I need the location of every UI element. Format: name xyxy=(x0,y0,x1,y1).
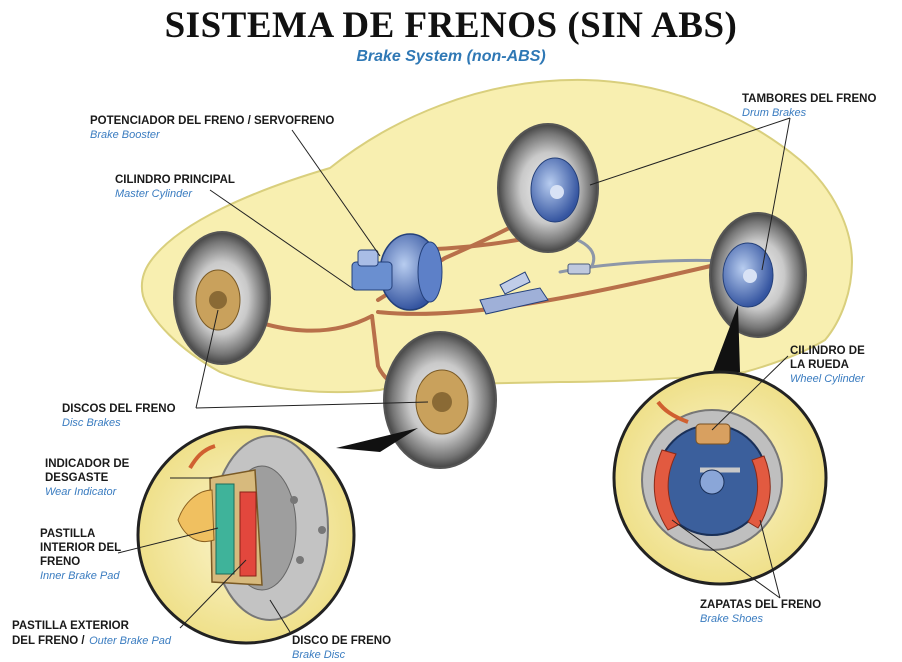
label-outer-brake-pad-en: Outer Brake Pad xyxy=(89,635,172,647)
label-brake-shoes-en: Brake Shoes xyxy=(700,613,763,625)
label-brake-disc: DISCO DE FRENO Brake Disc xyxy=(292,634,391,662)
diagram-title: SISTEMA DE FRENOS (SIN ABS) xyxy=(164,5,738,46)
label-brake-booster-es: POTENCIADOR DEL FRENO / SERVOFRENO xyxy=(90,115,335,127)
label-drum-brakes-en: Drum Brakes xyxy=(742,107,807,119)
callout-connector-drum xyxy=(712,305,740,374)
diagram-subtitle: Brake System (non-ABS) xyxy=(356,48,546,65)
label-drum-brakes-es: TAMBORES DEL FRENO xyxy=(742,93,877,105)
label-wheel-cylinder: CILINDRO DE LA RUEDA Wheel Cylinder xyxy=(790,344,865,386)
front-right-disc-wheel xyxy=(383,331,497,469)
label-inner-brake-pad-es-2: INTERIOR DEL xyxy=(40,542,122,554)
rear-left-drum-wheel xyxy=(497,123,599,253)
label-master-cylinder: CILINDRO PRINCIPAL Master Cylinder xyxy=(115,173,235,201)
callout-leader-lines xyxy=(117,355,789,633)
label-outer-brake-pad-es-1: PASTILLA EXTERIOR xyxy=(12,620,129,632)
leader-lines xyxy=(195,117,791,409)
label-wear-indicator-en: Wear Indicator xyxy=(45,486,117,498)
label-brake-shoes: ZAPATAS DEL FRENO Brake Shoes xyxy=(700,598,821,626)
label-wheel-cylinder-es-1: CILINDRO DE xyxy=(790,345,865,357)
label-wheel-cylinder-en: Wheel Cylinder xyxy=(790,373,865,385)
label-wear-indicator: INDICADOR DE DESGASTE Wear Indicator xyxy=(45,457,129,499)
callout-connector-disc xyxy=(336,428,418,452)
front-left-disc-wheel xyxy=(173,231,271,365)
label-inner-brake-pad-es-1: PASTILLA xyxy=(40,528,96,540)
label-brake-shoes-es: ZAPATAS DEL FRENO xyxy=(700,599,822,611)
rear-right-drum-wheel xyxy=(709,212,807,338)
label-wheel-cylinder-es-2: LA RUEDA xyxy=(790,359,849,371)
brake-booster xyxy=(379,233,443,311)
label-inner-brake-pad: PASTILLA INTERIOR DEL FRENO Inner Brake … xyxy=(40,527,121,583)
label-drum-brakes: TAMBORES DEL FRENO Drum Brakes xyxy=(742,92,876,120)
brake-pedal-assembly xyxy=(479,263,591,315)
label-brake-disc-es: DISCO DE FRENO xyxy=(292,635,392,647)
label-outer-brake-pad-es-2: DEL FRENO / xyxy=(12,635,85,647)
label-master-cylinder-en: Master Cylinder xyxy=(115,188,193,200)
label-brake-booster-en: Brake Booster xyxy=(90,129,160,141)
label-disc-brakes-es: DISCOS DEL FRENO xyxy=(62,403,176,415)
label-outer-brake-pad: PASTILLA EXTERIOR DEL FRENO / Outer Brak… xyxy=(12,619,171,648)
master-cylinder xyxy=(351,249,393,291)
label-wear-indicator-es-1: INDICADOR DE xyxy=(45,458,130,470)
label-brake-disc-en: Brake Disc xyxy=(292,649,346,661)
disc-brake-callout xyxy=(136,425,356,645)
label-disc-brakes: DISCOS DEL FRENO Disc Brakes xyxy=(62,402,176,430)
drum-brake-callout xyxy=(612,370,828,586)
label-disc-brakes-en: Disc Brakes xyxy=(62,417,121,429)
label-master-cylinder-es: CILINDRO PRINCIPAL xyxy=(115,174,235,186)
label-brake-booster: POTENCIADOR DEL FRENO / SERVOFRENO Brake… xyxy=(90,114,334,142)
label-inner-brake-pad-en: Inner Brake Pad xyxy=(40,570,120,582)
label-inner-brake-pad-es-3: FRENO xyxy=(40,556,81,568)
label-wear-indicator-es-2: DESGASTE xyxy=(45,472,109,484)
